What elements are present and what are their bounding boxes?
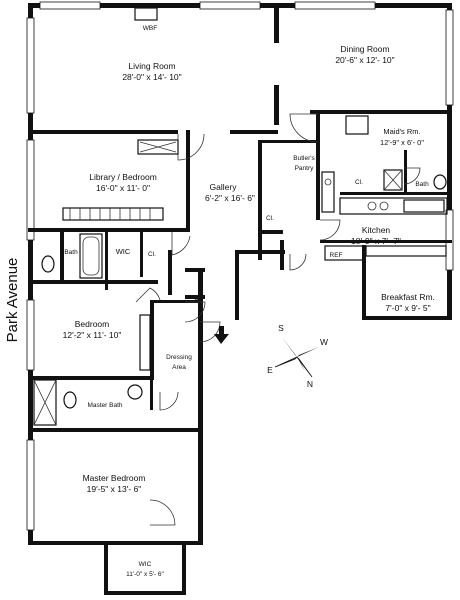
kitchen-name: Kitchen bbox=[362, 225, 391, 235]
street-label: Park Avenue bbox=[4, 258, 21, 343]
closet-gallery-right-label: Cl. bbox=[266, 215, 274, 222]
breakfast-dims: 7'-0" x 9'- 5" bbox=[385, 303, 430, 313]
master-bedroom-dims: 19'-5" x 13'- 6" bbox=[87, 484, 142, 494]
fixtures bbox=[33, 7, 448, 426]
wic-library-label: WIC bbox=[116, 247, 131, 256]
maids-room-dims: 12'-9" x 6'- 0" bbox=[380, 138, 424, 147]
gallery-name: Gallery bbox=[210, 182, 238, 192]
butlers-pantry-line1: Butler's bbox=[293, 155, 315, 162]
closet-library-label: Cl. bbox=[148, 251, 156, 258]
library-dims: 16'-0" x 11'- 0" bbox=[96, 183, 150, 193]
bath-library-label: Bath bbox=[64, 249, 78, 256]
living-room-dims: 28'-0" x 14'- 10" bbox=[122, 72, 181, 82]
entry-arrow-icon bbox=[214, 326, 229, 344]
butlers-pantry-line2: Pantry bbox=[295, 165, 315, 172]
door-swings bbox=[135, 113, 421, 526]
master-bedroom-name: Master Bedroom bbox=[83, 473, 146, 483]
closet-gallery-label: Cl. bbox=[194, 295, 202, 302]
fridge-label: REF bbox=[330, 252, 343, 259]
dining-room-dims: 20'-6" x 12'- 10" bbox=[335, 55, 394, 65]
kitchen-dims: 18'-9" x 7'- 7" bbox=[351, 236, 401, 246]
gallery-dims: 6'-2" x 16'- 6" bbox=[205, 193, 255, 203]
interior-walls bbox=[28, 3, 452, 432]
compass-s: S bbox=[278, 323, 284, 333]
wic-master-dims: 11'-0" x 5'- 6" bbox=[126, 571, 164, 578]
living-room-name: Living Room bbox=[128, 61, 175, 71]
wic-master-name: WIC bbox=[139, 561, 152, 568]
dressing-line2: Area bbox=[172, 364, 186, 371]
dining-room-name: Dining Room bbox=[340, 44, 389, 54]
maids-room-name: Maid's Rm. bbox=[383, 127, 420, 136]
wbf-label: WBF bbox=[143, 25, 157, 32]
bedroom-name: Bedroom bbox=[75, 319, 110, 329]
compass-e: E bbox=[267, 365, 273, 375]
bath-maid-label: Bath bbox=[415, 181, 429, 188]
compass-rose-icon: S W E N bbox=[267, 323, 328, 389]
compass-n: N bbox=[307, 379, 313, 389]
closet-maid-label: Cl. bbox=[355, 179, 363, 186]
breakfast-name: Breakfast Rm. bbox=[381, 292, 435, 302]
library-name: Library / Bedroom bbox=[89, 172, 157, 182]
compass-w: W bbox=[320, 337, 328, 347]
dressing-line1: Dressing bbox=[166, 354, 192, 361]
master-bath-name: Master Bath bbox=[87, 402, 122, 409]
room-labels: WBF Living Room 28'-0" x 14'- 10" Dining… bbox=[63, 25, 435, 578]
windows bbox=[26, 1, 454, 531]
bedroom-dims: 12'-2" x 11'- 10" bbox=[63, 330, 122, 340]
